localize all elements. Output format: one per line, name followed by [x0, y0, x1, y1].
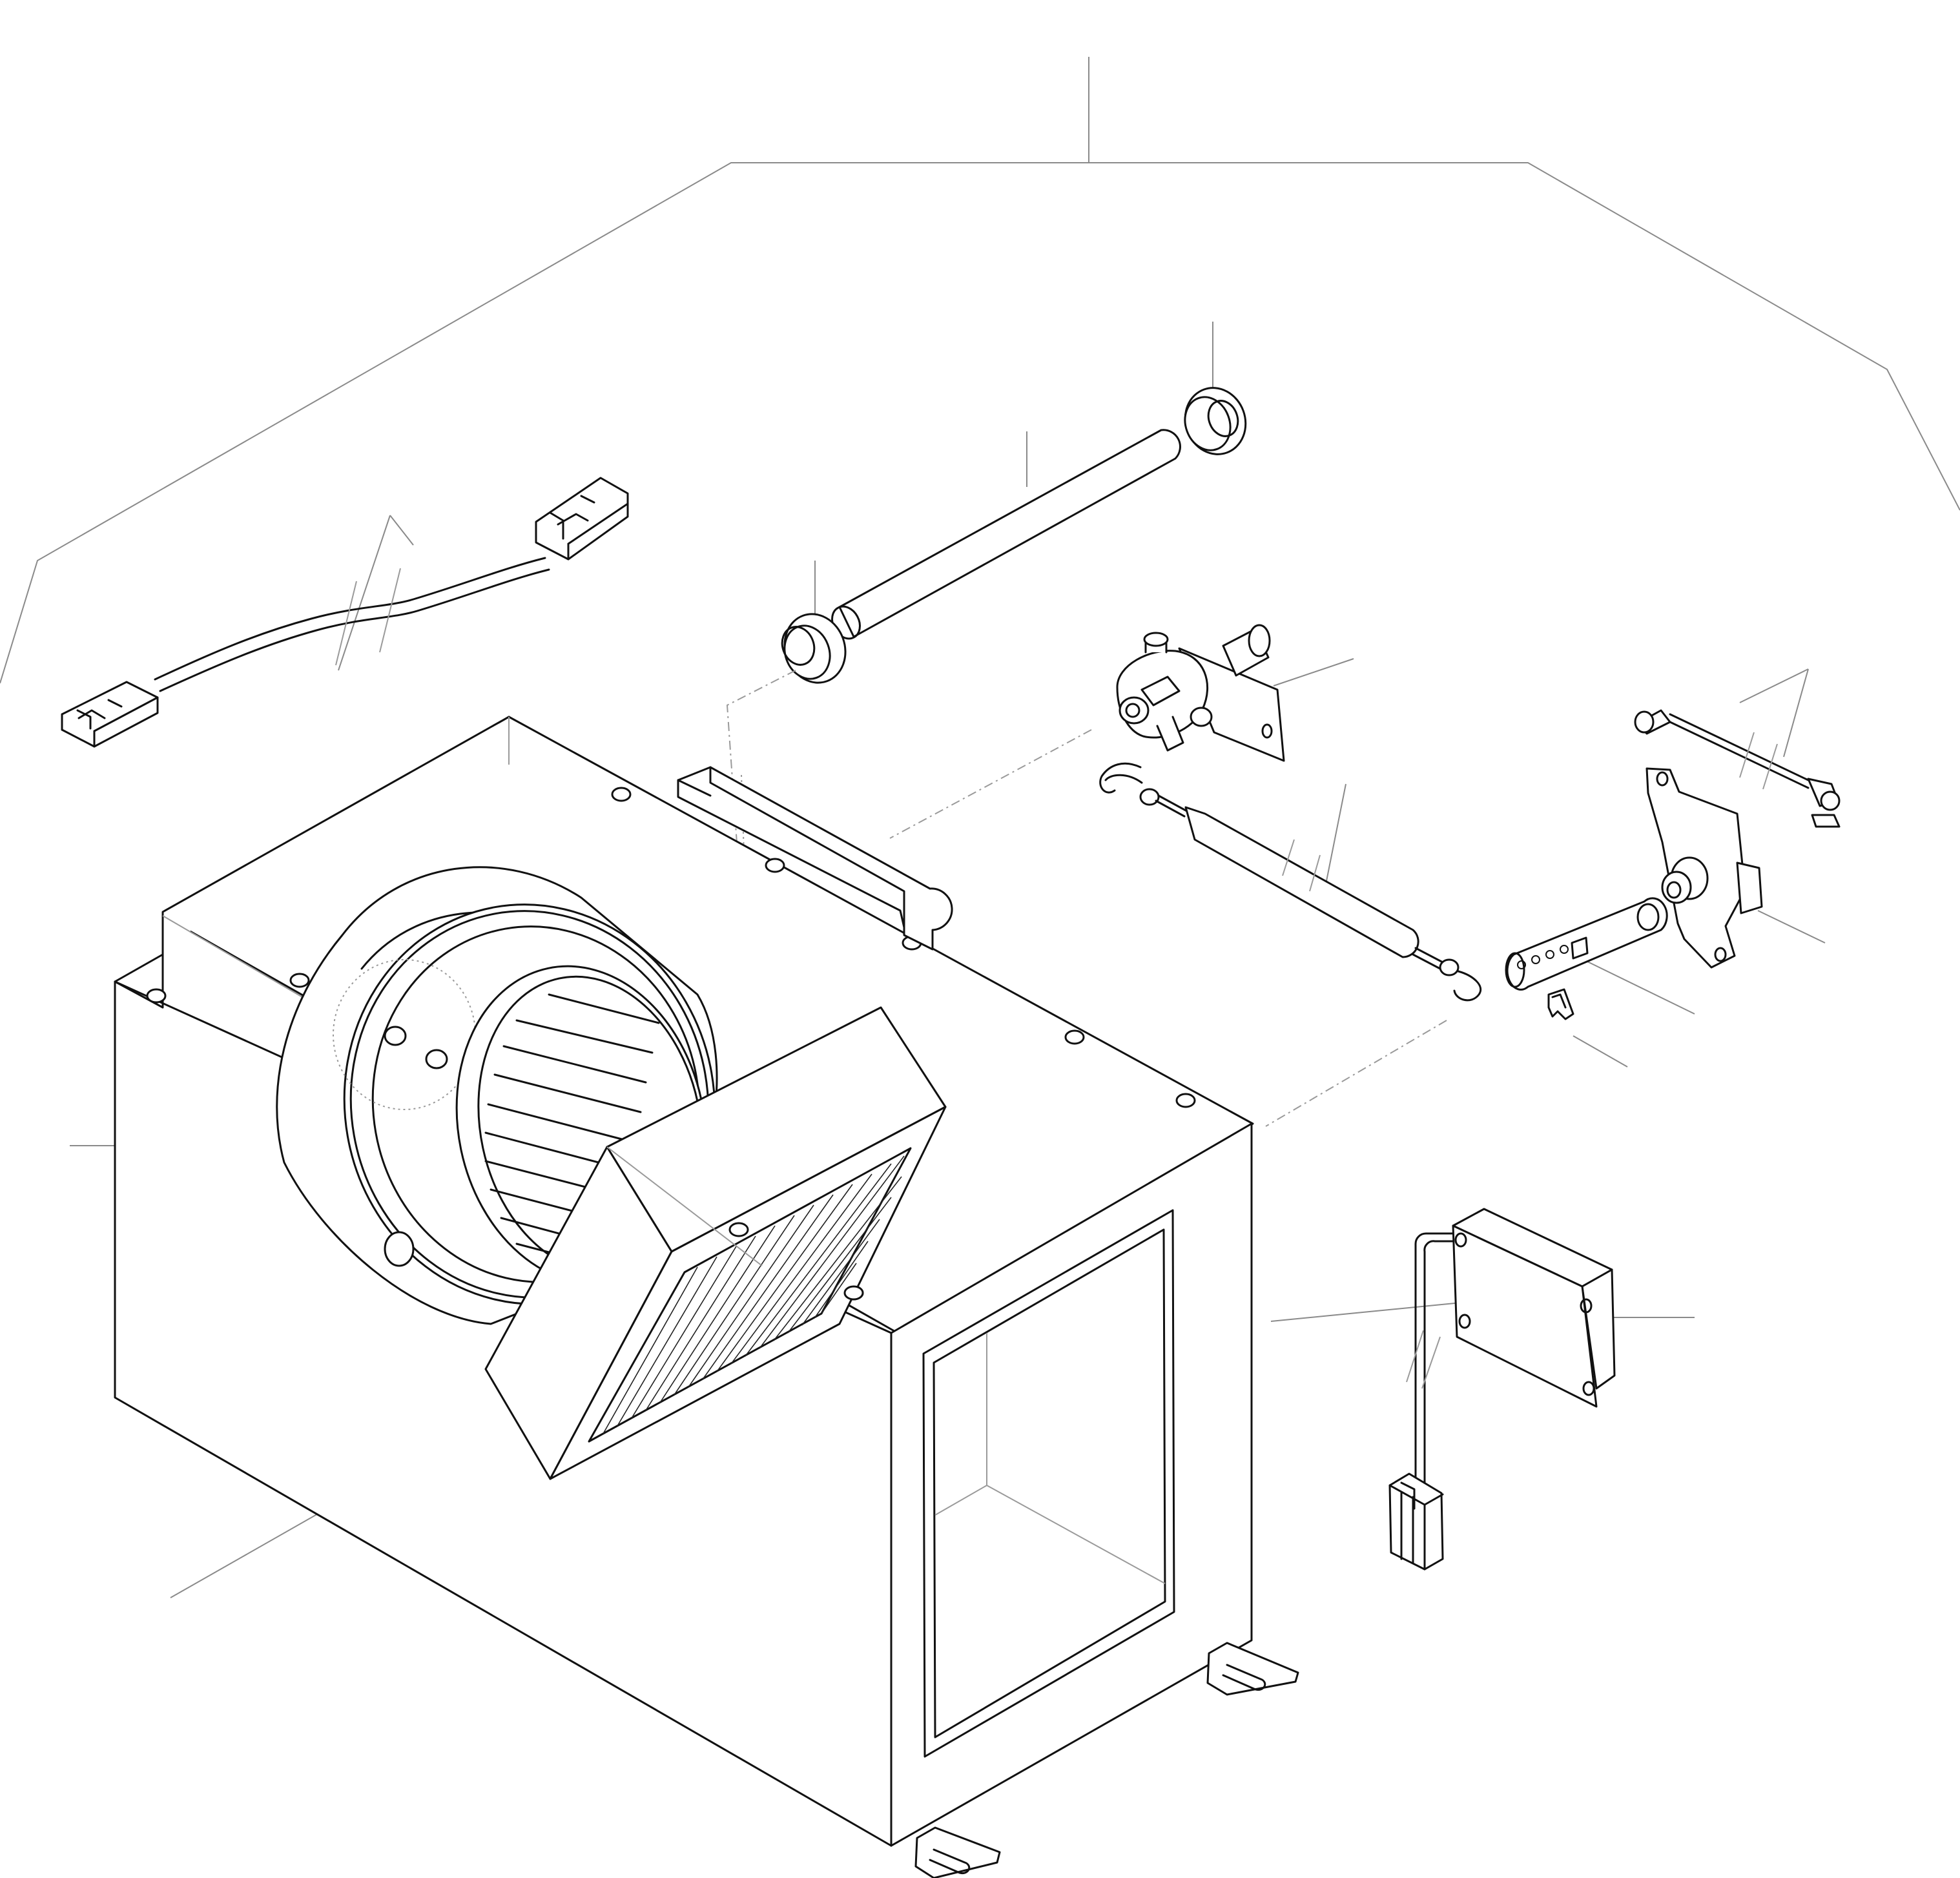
control-cable-valve: [1099, 762, 1482, 1002]
resistor-module: [1388, 1208, 1616, 1571]
leader-cable-flap-b: [1739, 668, 1809, 703]
connector-left: [61, 681, 159, 748]
leader-harness-a: [338, 515, 391, 671]
filter-mesh: [603, 1155, 905, 1434]
flap-lever: [1505, 897, 1668, 991]
leader-clip: [1573, 1035, 1628, 1068]
leader-cable-valve: [1326, 783, 1346, 882]
leader-valve: [1273, 658, 1354, 686]
leader-actuator: [1757, 910, 1826, 944]
grommet-rear: [1184, 387, 1247, 455]
grommet-front: [781, 613, 847, 684]
heater-tube: [831, 429, 1181, 640]
leader-harness-b: [389, 515, 414, 546]
leader-lines: [70, 322, 1826, 1598]
flap-actuator-bracket: [1645, 767, 1763, 969]
wiring-harness: [61, 477, 629, 748]
air-filter: [484, 1006, 947, 1480]
air-duct-handle: [677, 766, 953, 951]
control-cable-flap: [1634, 709, 1841, 828]
retaining-clip: [1547, 988, 1574, 1020]
assembly-bracket-outline: [0, 57, 1960, 684]
leader-cable-flap: [1783, 668, 1809, 758]
leader-lever: [1585, 960, 1695, 1015]
connector-right: [535, 477, 629, 561]
water-valve: [1116, 624, 1285, 762]
